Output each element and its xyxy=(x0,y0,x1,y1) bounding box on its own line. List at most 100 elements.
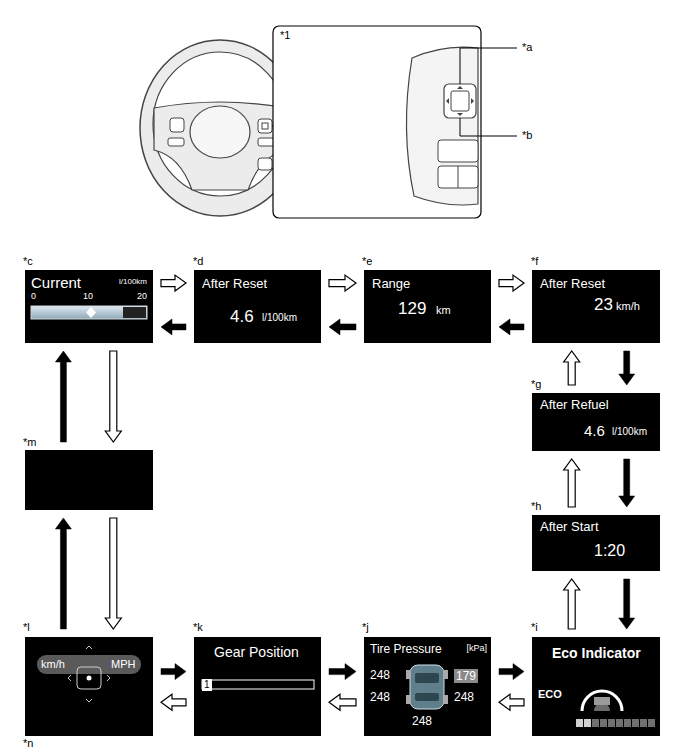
callout-label: *n xyxy=(22,738,34,749)
transition-arrow xyxy=(105,518,121,629)
drawing-stroke xyxy=(616,719,623,727)
screen-text: Gear Position xyxy=(214,645,299,659)
drawing-stroke xyxy=(415,693,439,701)
drawing-stroke xyxy=(592,719,599,727)
screen-text: ECO xyxy=(538,689,562,700)
drawing-stroke xyxy=(444,84,476,118)
drawing-stroke xyxy=(584,719,591,727)
screen-text: [kPa] xyxy=(466,644,487,653)
drawing-stroke xyxy=(87,676,92,681)
screen-text: Current xyxy=(31,275,81,290)
drawing-stroke xyxy=(458,166,459,188)
drawing-stroke xyxy=(123,307,146,318)
transition-arrow xyxy=(499,275,524,291)
drawing-stroke xyxy=(457,86,463,89)
display-screen: Range129km xyxy=(364,270,491,343)
transition-arrow xyxy=(161,319,186,335)
drawing-stroke xyxy=(438,166,478,188)
transition-arrow xyxy=(161,664,186,680)
display-screen: After Refuel4.6l/100km xyxy=(532,393,660,451)
display-screen: Currentl/100km01020 xyxy=(25,270,153,343)
drawing-stroke xyxy=(273,26,481,218)
screen-text: Tire Pressure xyxy=(370,643,442,655)
callout-label: *a xyxy=(521,42,533,53)
callout-label: *l xyxy=(22,622,31,633)
screen-text: 0 xyxy=(31,292,36,301)
screen-text: 248 xyxy=(412,715,432,727)
screen-text: km/h xyxy=(616,301,640,312)
screen-text: 4.6 xyxy=(584,423,605,438)
screen-text: km/h xyxy=(41,659,65,670)
callout-label: *b xyxy=(521,130,533,141)
drawing-stroke xyxy=(582,691,622,711)
drawing-stroke xyxy=(86,646,92,649)
screen-text: 248 xyxy=(454,691,474,703)
drawing-stroke xyxy=(594,697,610,705)
drawing-stroke xyxy=(415,673,439,683)
transition-arrow xyxy=(55,351,71,442)
drawing-stroke xyxy=(258,158,272,170)
drawing-stroke xyxy=(31,306,147,319)
display-screen: After Reset23km/h xyxy=(532,270,660,343)
drawing-stroke xyxy=(471,98,474,104)
callout-label: *h xyxy=(530,501,542,512)
drawing-stroke xyxy=(170,118,184,132)
drawing-stroke xyxy=(624,719,631,727)
screen-text: 129 xyxy=(398,300,426,317)
transition-arrow xyxy=(619,351,635,385)
display-screen: Gear Position 1 xyxy=(194,637,321,736)
drawing-stroke xyxy=(168,138,184,146)
transition-arrow xyxy=(55,518,71,629)
drawing-stroke xyxy=(443,695,448,704)
screen-text: 20 xyxy=(137,292,147,301)
screen-text: 4.6 xyxy=(230,308,254,325)
callout-label: *j xyxy=(361,622,370,633)
transition-arrow xyxy=(499,319,524,335)
transition-arrow xyxy=(499,664,524,680)
drawing-stroke xyxy=(154,102,286,190)
drawing-stroke xyxy=(406,47,478,205)
transition-arrow xyxy=(161,694,186,710)
drawing-stroke xyxy=(457,113,463,116)
display-screen: Eco IndicatorECO xyxy=(532,637,660,736)
screen-text: 179 xyxy=(454,669,478,683)
screen-text: After Refuel xyxy=(540,398,609,411)
screen-text: l/100km xyxy=(119,278,147,286)
drawing-stroke xyxy=(86,307,96,318)
screen-text: Eco Indicator xyxy=(552,646,641,660)
callout-label: *e xyxy=(361,256,373,267)
screen-text: 1:20 xyxy=(594,543,625,559)
drawing-stroke xyxy=(406,695,411,704)
screen-text: After Reset xyxy=(202,277,267,290)
drawing-stroke xyxy=(37,655,141,674)
transition-arrow xyxy=(161,275,186,291)
drawing-stroke xyxy=(406,670,411,679)
screen-text: 248 xyxy=(370,669,390,681)
drawing-stroke xyxy=(107,675,110,681)
screen-graphic xyxy=(25,637,153,736)
drawing-stroke xyxy=(632,719,639,727)
callout-label: *g xyxy=(530,379,542,390)
display-screen: After Reset 4.6 l/100km xyxy=(194,270,321,343)
callout-label: *1 xyxy=(279,30,291,41)
callout-label: *i xyxy=(530,622,539,633)
transition-arrow xyxy=(499,694,524,710)
transition-arrow xyxy=(329,319,356,335)
transition-arrow xyxy=(564,459,580,507)
drawing-stroke xyxy=(262,123,268,129)
callout-label: *d xyxy=(192,256,204,267)
screen-text: After Start xyxy=(540,520,599,533)
drawing-stroke xyxy=(446,98,449,104)
display-screen: Tire Pressure[kPa]248179248248248 xyxy=(364,637,491,736)
drawing-stroke xyxy=(438,140,478,162)
transition-arrow xyxy=(564,579,580,629)
drawing-stroke xyxy=(648,719,655,727)
transition-arrow xyxy=(329,694,356,710)
screen-text: l/100km xyxy=(262,313,297,323)
drawing-stroke xyxy=(258,119,272,133)
drawing-stroke xyxy=(640,719,647,727)
drawing-stroke xyxy=(608,719,615,727)
drawing-stroke xyxy=(86,699,92,702)
screen-text: 1 xyxy=(202,679,212,691)
transition-arrow xyxy=(329,664,356,680)
